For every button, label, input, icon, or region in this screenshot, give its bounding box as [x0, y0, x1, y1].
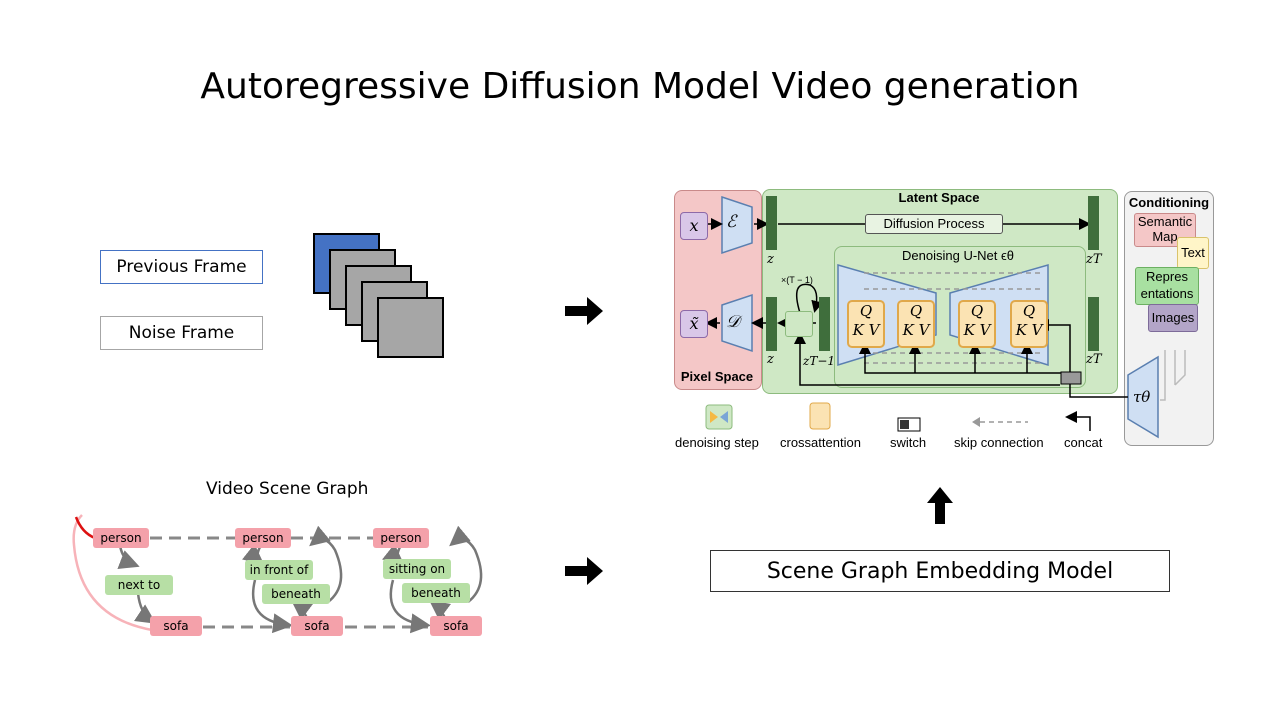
unet-label: Denoising U-Net ϵθ: [902, 248, 1014, 263]
kv-label: K V: [1015, 321, 1043, 339]
latent-zT-bar: [1088, 196, 1099, 250]
kv-label: K V: [963, 321, 991, 339]
legend-crossattention: crossattention: [780, 435, 861, 450]
latent-z-out-bar: [766, 297, 777, 351]
sg-node-in-front-of: in front of: [245, 560, 313, 580]
latent-space-label: Latent Space: [898, 190, 980, 205]
legend-concat: concat: [1064, 435, 1103, 450]
legend-switch: switch: [890, 435, 927, 450]
sg-node-beneath-2: beneath: [262, 584, 330, 604]
scene-graph-embedding-model: Scene Graph Embedding Model: [710, 550, 1170, 592]
z-out-label: z: [767, 352, 774, 367]
q-label: Q: [909, 302, 923, 320]
arrow-right-icon: [565, 557, 603, 585]
sg-node-sofa-1: sofa: [150, 616, 202, 636]
q-label: Q: [970, 302, 984, 320]
cond-text: Text: [1177, 237, 1209, 269]
scene-graph-title: Video Scene Graph: [206, 479, 369, 499]
pixel-space-label: Pixel Space: [680, 369, 754, 384]
noise-frame-box: Noise Frame: [100, 316, 263, 350]
page-title: Autoregressive Diffusion Model Video gen…: [200, 66, 1080, 107]
latent-z-bar: [766, 196, 777, 250]
legend-denoising-step: denoising step: [675, 435, 759, 450]
latent-zT-in-bar: [1088, 297, 1099, 351]
kv-label: K V: [902, 321, 930, 339]
zT-in-label: zT: [1086, 352, 1102, 367]
z-label: z: [767, 252, 774, 267]
diffusion-process-box: Diffusion Process: [865, 214, 1003, 234]
sg-node-sitting-on: sitting on: [383, 559, 451, 579]
arrow-right-icon: [565, 297, 603, 325]
zT1-label: zT−1: [803, 354, 836, 368]
sg-node-next-to: next to: [105, 575, 173, 595]
conditioning-label: Conditioning: [1128, 195, 1210, 210]
tau-label: τθ: [1133, 388, 1151, 406]
latent-zT1-bar: [819, 297, 830, 351]
decoder-label: 𝒟: [726, 312, 740, 332]
previous-frame-box: Previous Frame: [100, 250, 263, 284]
legend-skip-connection: skip connection: [954, 435, 1044, 450]
output-x-tilde: x̃: [680, 310, 708, 338]
sg-node-person-3: person: [373, 528, 429, 548]
sg-node-person-2: person: [235, 528, 291, 548]
kv-label: K V: [852, 321, 880, 339]
cond-representations: Repres entations: [1135, 267, 1199, 305]
repeat-label: ×(T − 1): [781, 275, 813, 285]
sg-node-beneath-3: beneath: [402, 583, 470, 603]
encoder-label: ℰ: [726, 212, 737, 232]
denoising-step-block: [785, 311, 813, 337]
input-x: x: [680, 212, 708, 240]
sg-node-sofa-3: sofa: [430, 616, 482, 636]
sg-node-sofa-2: sofa: [291, 616, 343, 636]
zT-label: zT: [1086, 252, 1102, 267]
q-label: Q: [1022, 302, 1036, 320]
cond-images: Images: [1148, 304, 1198, 332]
q-label: Q: [859, 302, 873, 320]
frame-noise-4: [377, 297, 444, 358]
arrow-up-icon: [927, 487, 953, 524]
sg-node-person-1: person: [93, 528, 149, 548]
